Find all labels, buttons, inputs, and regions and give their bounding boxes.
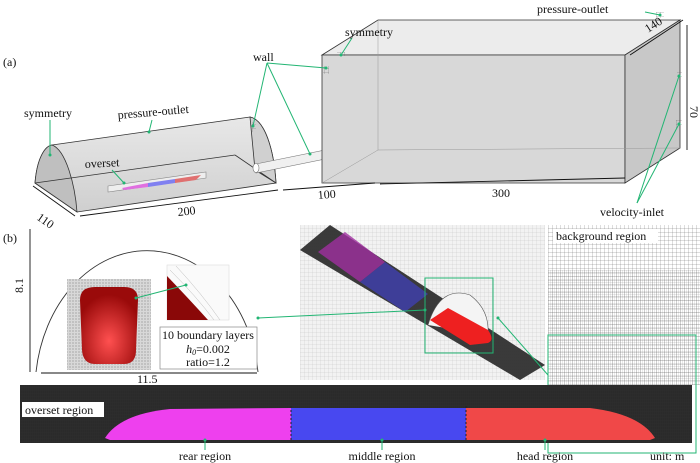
panel-a-label: (a) [3,55,16,69]
train-rear-small [122,183,148,190]
label-overset: overset [84,155,120,171]
label-symmetry-left: symmetry [24,106,72,120]
overset-region-strip: overset region [20,385,692,443]
train-middle-region [291,408,466,440]
label-pressure-outlet-left: pressure-outlet [117,102,190,122]
label-pressure-outlet-right: pressure-outlet [537,2,609,16]
label-background-region: background region [556,229,646,243]
train-cross-section [80,287,138,364]
label-symmetry-right: symmetry [345,25,393,39]
background-region-mesh: background region [547,225,700,454]
mesh-marker-icon [323,66,329,74]
leader-lines-a [48,11,681,204]
dim-section-width: 11.5 [137,372,158,386]
label-head-region: head region [517,449,573,463]
outlet-box [252,12,682,184]
tunnel-half-cylinder [34,116,277,213]
tunnel-end-face-left [34,144,78,213]
dim-tunnel-length: 200 [177,203,196,219]
label-rear-region: rear region [179,449,231,463]
label-middle-region: middle region [349,449,416,463]
panel-b-label: (b) [3,231,17,245]
label-velocity-inlet: velocity-inlet [600,205,665,219]
train-rear-region [105,408,291,440]
train-middle-small [148,179,175,187]
dim-section-height: 8.1 [12,278,26,293]
train-rear-3d [318,232,385,282]
dim-box-length: 300 [492,186,510,200]
label-wall: wall [253,50,274,64]
dimension-lines-a [32,19,688,217]
boundary-layer-info-box: 10 boundary layers h0=0.002 ratio=1.2 [159,326,258,370]
train-head-small [175,175,201,183]
h-subscript: 0 [192,348,196,357]
dim-box-height: 70 [687,106,700,118]
overset-box [107,171,207,193]
label-overset-region: overset region [25,403,93,417]
train-head-3d [430,308,492,345]
mesh-perspective-view [300,225,545,380]
boundary-layers-count: 10 boundary layers [162,328,254,342]
mesh-zoom-box [424,277,494,354]
h-value: =0.002 [196,342,230,356]
train-head-region [466,408,655,440]
h-symbol: h [186,342,192,356]
dim-pipe-length: 100 [317,187,336,202]
first-layer-height: h0=0.002 [186,342,230,357]
growth-ratio: ratio=1.2 [186,355,230,369]
dim-tunnel-width: 110 [34,210,56,232]
unit-label: unit: m [650,449,685,463]
train-middle-3d [360,262,428,312]
